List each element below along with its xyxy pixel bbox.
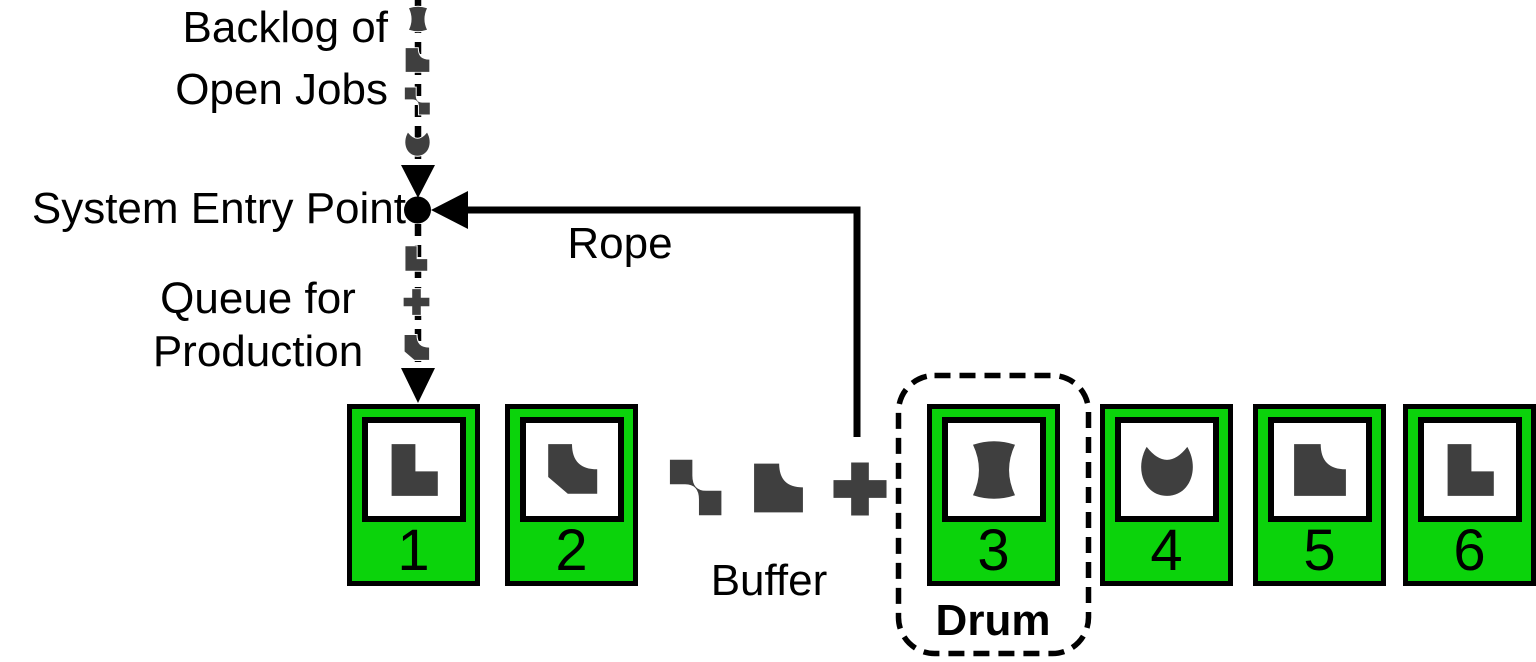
queue-arrowhead-icon — [401, 368, 435, 403]
rope-label: Rope — [567, 219, 673, 268]
workstation-2: 2 — [505, 404, 638, 586]
queue-part-l-shape-icon — [404, 245, 429, 272]
rope-line — [464, 206, 861, 437]
queue-label-line2: Production — [152, 327, 364, 376]
station-number: 4 — [1150, 518, 1183, 583]
part-window — [519, 417, 624, 522]
buffer-part-corner-blob-icon — [754, 464, 803, 513]
station-number: 3 — [977, 518, 1010, 583]
part-window — [361, 417, 466, 522]
workstation-3-drum: 3 — [927, 404, 1060, 586]
backlog-arrowhead-icon — [401, 165, 435, 198]
part-moon-icon — [1132, 434, 1202, 506]
workstation-4: 4 — [1100, 404, 1233, 586]
part-l-shape-icon — [1435, 434, 1505, 506]
part-window — [1114, 417, 1219, 522]
queue-label: Queue for Production — [103, 272, 413, 378]
system-entry-dot — [404, 196, 431, 224]
part-spool-icon — [959, 434, 1029, 506]
part-window — [941, 417, 1046, 522]
part-corner-blob-icon — [1285, 434, 1355, 506]
part-l-shape-icon — [379, 434, 449, 506]
station-number: 6 — [1453, 518, 1486, 583]
station-number: 1 — [397, 518, 430, 583]
backlog-part-spool-icon — [407, 5, 429, 33]
buffer-part-plus-icon — [833, 462, 886, 515]
workstation-5: 5 — [1253, 404, 1386, 586]
station-number: 5 — [1303, 518, 1336, 583]
part-window — [1267, 417, 1372, 522]
workstation-1: 1 — [347, 404, 480, 586]
backlog-part-corner-blob-icon — [404, 47, 431, 73]
buffer-label: Buffer — [710, 556, 828, 605]
queue-label-line1: Queue for — [160, 274, 356, 323]
backlog-label-line2: Open Jobs — [175, 65, 388, 114]
drum-outline — [895, 372, 1092, 657]
rope-arrowhead-icon — [431, 191, 468, 229]
drum-label: Drum — [935, 596, 1051, 645]
buffer-part-s-wave-icon — [670, 460, 721, 515]
backlog-label: Backlog of Open Jobs — [0, 0, 388, 121]
station-number: 2 — [555, 518, 588, 583]
part-window — [1417, 417, 1522, 522]
system-entry-label: System Entry Point — [31, 184, 406, 233]
backlog-label-line1: Backlog of — [182, 3, 388, 52]
workstation-6: 6 — [1403, 404, 1536, 586]
part-diagonal-blob-icon — [537, 434, 607, 506]
